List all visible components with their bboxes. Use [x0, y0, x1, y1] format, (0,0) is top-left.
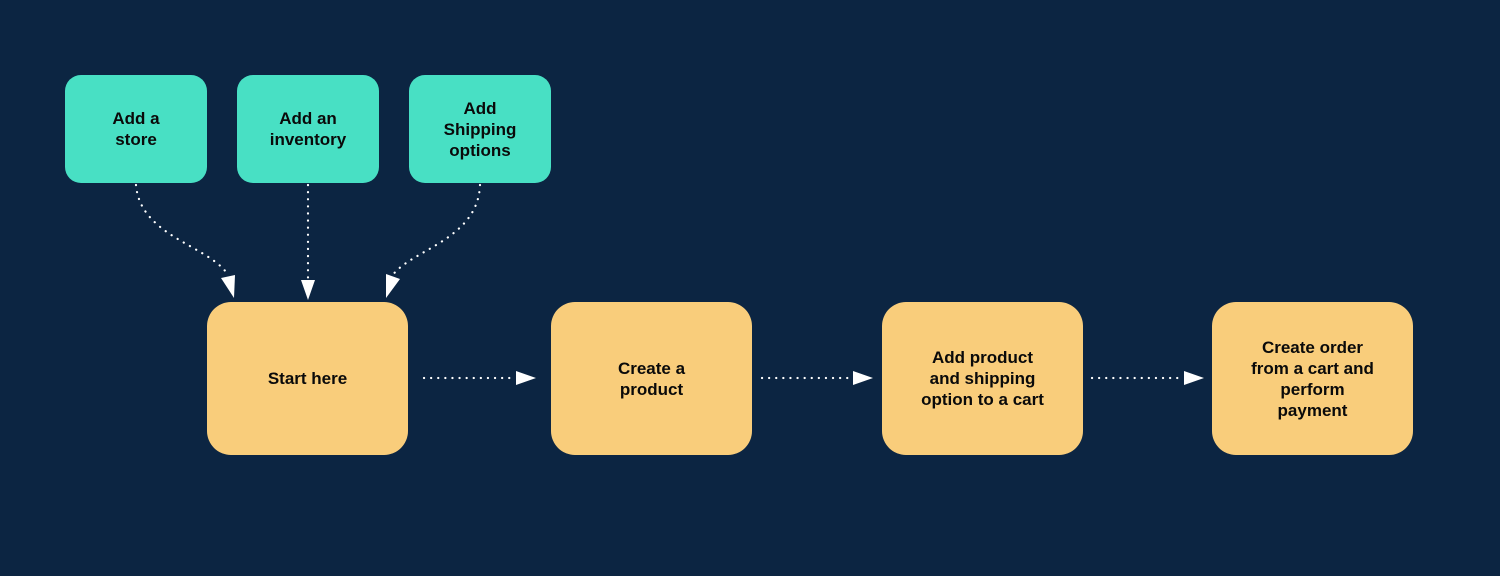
node-add-store: Add a store	[65, 75, 207, 183]
node-add-shipping-options: Add Shipping options	[409, 75, 551, 183]
arrowhead-add-to-cart-to-create-order	[1184, 371, 1204, 385]
arrowhead-create-product-to-add-to-cart	[853, 371, 873, 385]
node-start-here: Start here	[207, 302, 408, 455]
edge-add-store-to-start	[134, 183, 228, 274]
edge-add-shipping-to-start	[390, 183, 482, 278]
arrowhead-add-store	[221, 275, 235, 298]
arrowhead-add-shipping	[386, 274, 400, 298]
arrowhead-add-inventory	[301, 280, 315, 300]
arrowhead-start-to-create-product	[516, 371, 536, 385]
node-create-product: Create a product	[551, 302, 752, 455]
node-add-inventory: Add an inventory	[237, 75, 379, 183]
node-add-product-to-cart: Add product and shipping option to a car…	[882, 302, 1083, 455]
node-create-order: Create order from a cart and perform pay…	[1212, 302, 1413, 455]
